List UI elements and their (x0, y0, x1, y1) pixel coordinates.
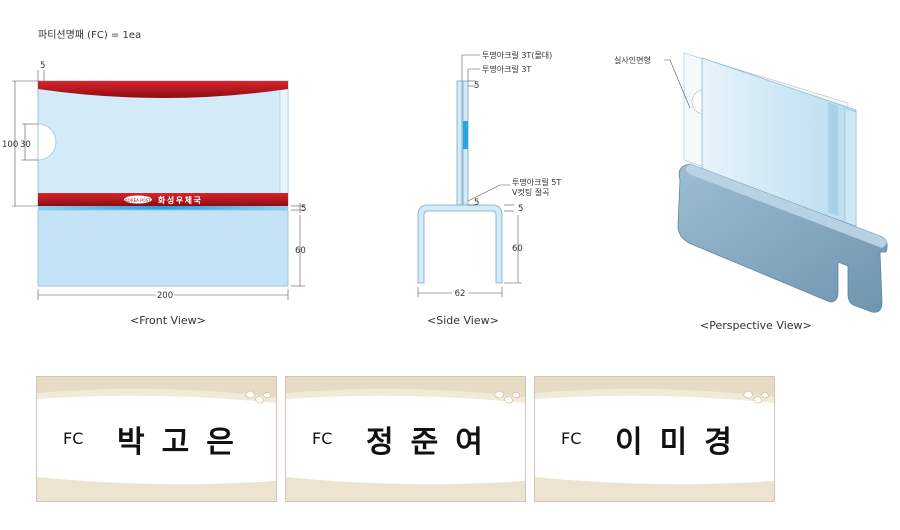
logo-mark: KOREA POST (125, 198, 151, 203)
dim-side-height: 60 (512, 244, 523, 254)
dim-front-width: 200 (157, 291, 173, 301)
name-card-1: FC 박고은 (36, 376, 277, 502)
perspective-label: 실사인면형 (614, 55, 651, 65)
front-base (37, 209, 289, 287)
flower-icon (244, 390, 272, 404)
dim-side-top: 5 (474, 81, 479, 91)
dim-front-gap: 5 (301, 204, 306, 214)
front-upper-plate (37, 80, 289, 207)
card-name: 이미경 (615, 425, 749, 460)
dim-side-mid-left: 5 (474, 198, 479, 208)
name-card-3: FC 이미경 (534, 376, 775, 502)
front-top-red-band (38, 81, 288, 98)
front-view-caption: <Front View> (130, 314, 206, 327)
front-view-drawing: KOREA POST 화성우체국 5 100 30 5 60 200 (2, 61, 306, 301)
card-prefix: FC (312, 429, 333, 448)
side-label-top1: 투명아크릴 3T(몰대) (482, 50, 552, 60)
side-view-drawing: 투명아크릴 3T(몰대) 투명아크릴 3T 5 투명아크릴 5T V컷팅 절곡 … (417, 50, 561, 299)
side-label-mid2: V컷팅 절곡 (512, 187, 549, 197)
dim-front-hole: 30 (20, 140, 31, 150)
dim-front-top: 5 (40, 61, 45, 71)
logo-mark-icon (124, 195, 152, 204)
front-hole (37, 123, 57, 161)
flower-icon (742, 390, 770, 404)
logo-text: 화성우체국 (158, 195, 202, 205)
name-card-2: FC 정준여 (285, 376, 526, 502)
perspective-base (677, 163, 888, 313)
flower-icon (493, 390, 521, 404)
page-title: 파티션명패 (FC) = 1ea (38, 30, 142, 41)
card-name: 정준여 (366, 425, 500, 460)
dim-front-base: 60 (295, 246, 306, 256)
front-mid-red-band (38, 193, 288, 206)
perspective-view-caption: <Perspective View> (700, 319, 812, 332)
side-label-mid1: 투명아크릴 5T (512, 177, 561, 187)
card-prefix: FC (561, 429, 582, 448)
dim-front-height: 100 (2, 140, 18, 150)
dim-side-width: 62 (455, 289, 466, 299)
perspective-view-drawing: 실사인면형 (614, 52, 888, 313)
card-name: 박고은 (117, 425, 251, 460)
card-prefix: FC (63, 429, 84, 448)
side-label-top2: 투명아크릴 3T (482, 64, 531, 74)
side-view-caption: <Side View> (427, 314, 499, 327)
side-u-base (417, 204, 503, 284)
dim-side-mid-right: 5 (518, 204, 523, 214)
